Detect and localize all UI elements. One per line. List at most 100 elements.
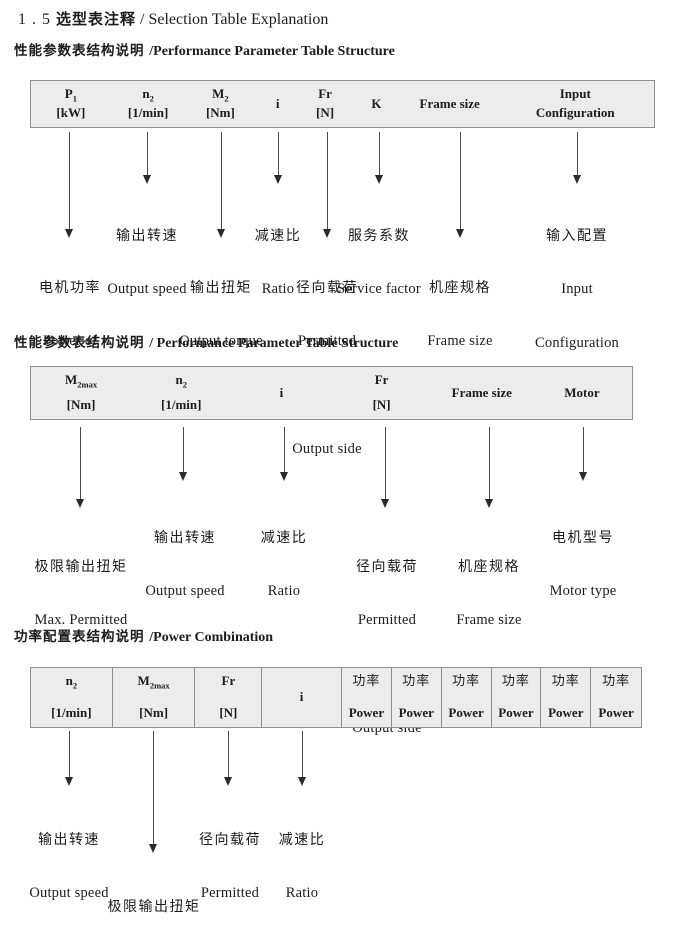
col-input-configuration: Input Configuration: [497, 81, 655, 127]
callout-line-zh: 减速比: [254, 227, 302, 243]
arrow-frame-size: [485, 427, 493, 508]
col-unit: [N]: [316, 105, 335, 120]
callout-line-en: Output speed: [107, 281, 187, 297]
callout-ratio: 减速比 Ratio: [261, 492, 308, 636]
callout-line-en: Output speed: [29, 885, 109, 901]
page-title: 1 . 5 选型表注释 / Selection Table Explanatio…: [18, 8, 328, 29]
callout-ratio: 减速比 Ratio: [279, 794, 326, 931]
symbol-subscript: 2: [72, 680, 78, 691]
symbol-subscript: 2: [224, 93, 229, 104]
callout-max-output-torque: 极限输出扭矩 Max. Permitted Output torque: [107, 861, 200, 931]
callout-line-en: Frame size: [427, 333, 493, 349]
col-n2: n2 [1/min]: [31, 668, 113, 727]
col-symbol: n2: [142, 87, 153, 106]
col-unit: [N]: [219, 705, 238, 720]
col-symbol: i: [275, 95, 280, 111]
callout-frame-size: 机座规格 Frame size: [427, 242, 492, 386]
callout-line-en: Permitted: [357, 612, 417, 628]
arrow-fr: [224, 731, 232, 786]
callout-line-zh: 电机型号: [552, 529, 614, 545]
performance-table-1: P1 [kW] n2 [1/min] M2 [Nm] i Fr [N] K Fr…: [30, 80, 655, 128]
section1-heading-zh: 性能参数表结构说明: [14, 43, 150, 58]
callout-line-zh: 径向载荷: [296, 279, 358, 295]
arrow-fr: [381, 427, 389, 508]
callout-line-zh: 减速比: [278, 831, 326, 847]
callout-line-zh: 输出转速: [37, 831, 100, 847]
col-unit: [1/min]: [51, 705, 92, 720]
callout-line-en: Motor type: [549, 583, 617, 599]
col-symbol: M2: [212, 87, 229, 106]
arrow-m2: [217, 132, 225, 238]
col-symbol: i: [279, 384, 284, 400]
power-label-en: Power: [548, 705, 584, 720]
col-symbol: M2max: [138, 674, 170, 693]
arrow-i: [298, 731, 306, 786]
callout-line-zh: 输入配置: [545, 227, 608, 243]
arrow-motor: [579, 427, 587, 481]
col-m2max: M2max [Nm]: [113, 668, 196, 727]
col-symbol: Fr: [374, 372, 389, 387]
callout-line-en: Output side: [292, 441, 362, 457]
performance-table-2: M2max [Nm] n2 [1/min] i Fr [N] Frame siz…: [30, 366, 633, 420]
col-power-1: 功率 Power: [342, 668, 392, 727]
arrow-i: [280, 427, 288, 481]
page-title-zh: 选型表注释: [56, 11, 137, 28]
callout-output-torque: 输出扭矩 Output torque: [179, 242, 263, 386]
power-label-en: Power: [398, 705, 434, 720]
callout-line-en: Output speed: [145, 583, 225, 599]
callout-frame-size: 机座规格 Frame size: [456, 521, 521, 665]
col-fr: Fr [N]: [195, 668, 263, 727]
callout-line-en: Ratio: [285, 885, 319, 901]
callout-line-zh: 输出转速: [115, 227, 178, 243]
callout-line-zh: 输出扭矩: [189, 279, 252, 295]
power-label-en: Power: [598, 705, 634, 720]
callout-motor-type: 电机型号 Motor type: [550, 492, 617, 636]
section2-heading-en: / Performance Parameter Table Structure: [149, 336, 399, 351]
callout-ratio: 减速比 Ratio: [255, 190, 302, 334]
arrow-k: [375, 132, 383, 184]
arrow-m2max: [149, 731, 157, 853]
callout-line-en: Frame size: [456, 612, 522, 628]
callout-line-zh: 极限输出扭矩: [107, 898, 201, 914]
power-label-en: Power: [448, 705, 484, 720]
section2-heading-zh: 性能参数表结构说明: [14, 335, 150, 350]
callout-line-en: Ratio: [267, 583, 301, 599]
col-power-6: 功率 Power: [591, 668, 641, 727]
callout-line-en: Power of: [42, 333, 98, 349]
callout-output-speed: 输出转速 Output speed: [145, 492, 224, 636]
section3-heading: 功率配置表结构说明 /Power Combination: [14, 625, 273, 646]
title-separator: /: [136, 11, 149, 28]
symbol-text: M: [65, 372, 78, 387]
callout-line-en: Configuration: [535, 335, 619, 351]
col-unit: [Nm]: [205, 105, 235, 120]
callout-line-zh: 径向载荷: [356, 558, 418, 574]
col-symbol: Motor: [564, 384, 600, 400]
callout-line-en: Output torque: [179, 333, 263, 349]
symbol-subscript: 1: [72, 93, 77, 104]
col-power-5: 功率 Power: [541, 668, 592, 727]
arrow-frame-size: [456, 132, 464, 238]
callout-line-en: Permitted: [297, 333, 357, 349]
col-n2: n2 [1/min]: [131, 367, 231, 419]
col-symbol: Fr: [221, 673, 236, 688]
col-symbol: n2: [176, 373, 187, 392]
col-p1: P1 [kW]: [31, 81, 111, 127]
callout-line-en: Max. Permitted: [34, 612, 128, 628]
col-unit: [1/min]: [127, 105, 169, 120]
arrow-input-configuration: [573, 132, 581, 184]
symbol-subscript: 2max: [77, 379, 98, 390]
callout-line-en: Input: [561, 281, 593, 297]
symbol-text: n: [175, 372, 183, 387]
symbol-text: n: [142, 86, 150, 101]
col-symbol: Frame size: [419, 95, 480, 111]
col-frame-size: Frame size: [403, 81, 497, 127]
power-combination-table: n2 [1/min] M2max [Nm] Fr [N] i 功率 Power …: [30, 667, 642, 728]
col-symbol: K: [371, 95, 382, 111]
col-unit: Configuration: [535, 105, 615, 120]
col-frame-size: Frame size: [432, 367, 532, 419]
arrow-p1: [65, 132, 73, 238]
col-unit: [Nm]: [66, 397, 96, 412]
callout-line-zh: 极限输出扭矩: [34, 558, 128, 574]
symbol-subscript: 2: [182, 379, 187, 390]
